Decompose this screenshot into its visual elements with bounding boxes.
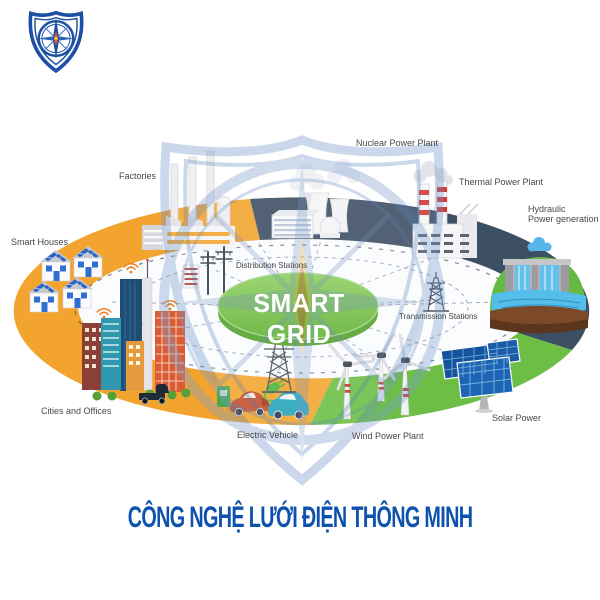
red-car-icon <box>230 391 270 417</box>
truck-icon <box>139 384 169 405</box>
label-hydraulic-line2: Power generation <box>528 214 599 224</box>
label-smart-houses: Smart Houses <box>11 237 69 247</box>
watermark-logo <box>159 135 445 486</box>
factories-icon <box>142 150 235 250</box>
label-electric-vehicle: Electric Vehicle <box>237 430 299 440</box>
smart-grid-title: SMART GRID <box>253 288 345 349</box>
label-thermal: Thermal Power Plant <box>459 177 544 187</box>
smart-grid-disc <box>217 272 379 346</box>
label-hydraulic: Hydraulic Power generation <box>528 204 599 224</box>
label-solar-power: Solar Power <box>492 413 542 423</box>
nuclear-power-plant-icon <box>271 159 360 239</box>
label-hydraulic-line1: Hydraulic <box>528 204 566 214</box>
thermal-power-plant-icon <box>412 161 479 259</box>
caption-text: CÔNG NGHỆ LƯỚI ĐIỆN THÔNG MINH <box>127 501 473 534</box>
solar-panels-icon <box>440 338 521 413</box>
transmission-tower-right-icon <box>423 272 449 312</box>
label-distribution-stations: Distribution Stations <box>236 261 308 270</box>
label-transmission-stations: Transmission Stations <box>399 312 478 321</box>
wind-turbines-icon <box>328 332 431 420</box>
logo-shield-icon <box>28 10 84 74</box>
hydraulic-dam-icon <box>490 237 588 334</box>
distribution-station-icon <box>182 246 233 296</box>
label-wind-power-plant: Wind Power Plant <box>352 431 424 441</box>
plug-icon <box>263 379 286 402</box>
transmission-tower-bottom-icon <box>262 334 296 393</box>
teal-car-icon <box>268 391 309 420</box>
caption-title: CÔNG NGHỆ LƯỚI ĐIỆN THÔNG MINH <box>0 501 600 535</box>
label-nuclear: Nuclear Power Plant <box>356 138 439 148</box>
ev-charging-icon <box>217 379 309 420</box>
shield-compass-logo <box>20 2 92 78</box>
city-buildings-icon <box>82 258 191 405</box>
label-factories: Factories <box>119 171 157 181</box>
label-cities-and-offices: Cities and Offices <box>41 406 112 416</box>
